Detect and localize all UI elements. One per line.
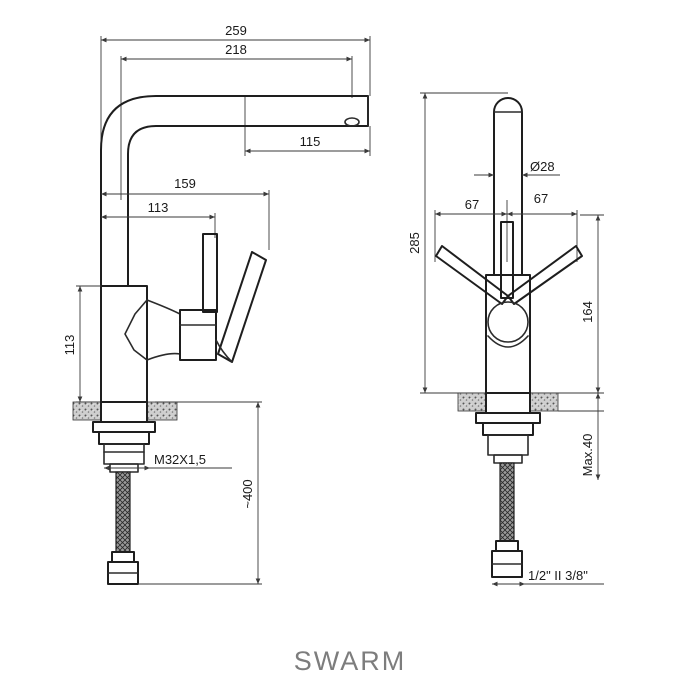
model-name: SWARM [293, 646, 407, 676]
spout-front [493, 97, 523, 276]
dim-front-body: 164 [530, 214, 604, 394]
dim-label-67-right: 67 [534, 191, 548, 206]
spout [100, 95, 369, 286]
dim-body-height: 113 [62, 285, 101, 403]
dim-spout-diameter: Ø28 [474, 159, 560, 178]
dim-label-164: 164 [580, 301, 595, 323]
dim-label-thread: M32X1,5 [154, 452, 206, 467]
dim-label-diameter: Ø28 [530, 159, 555, 174]
dim-lever-reach: 159 [101, 176, 270, 250]
dim-hose-length: ~400 [138, 401, 262, 585]
dim-label-400: ~400 [240, 479, 255, 508]
dim-label-connection: 1/2" II 3/8" [528, 568, 588, 583]
dim-label-285: 285 [407, 232, 422, 254]
hoses-front [491, 462, 523, 578]
front-view: 285 Ø28 67 67 [407, 92, 604, 587]
dim-lever-spread: 67 67 [434, 191, 578, 262]
dim-label-113-vertical: 113 [62, 335, 77, 356]
side-view: 259 218 115 159 [62, 23, 371, 585]
dim-front-height: 285 [407, 92, 508, 394]
dim-spout-tip: 115 [244, 96, 371, 156]
countertop-front [457, 392, 559, 412]
faucet-body-side [100, 233, 218, 403]
dim-thread: M32X1,5 [104, 452, 232, 471]
base-fittings-side [92, 401, 156, 473]
dim-spout-reach: 218 [120, 42, 353, 200]
dim-label-159: 159 [174, 176, 196, 191]
dim-label-115: 115 [300, 134, 321, 149]
lever-side [215, 251, 267, 363]
countertop-side [72, 401, 178, 421]
dim-label-259: 259 [225, 23, 247, 38]
dim-label-max40: Max.40 [580, 434, 595, 477]
hoses-side [107, 471, 139, 585]
faucet-body-front [485, 274, 531, 394]
dim-lever-axis: 113 [101, 200, 216, 238]
base-fittings-front [475, 392, 541, 464]
levers-front [435, 221, 583, 305]
dim-label-67-left: 67 [465, 197, 479, 212]
dim-label-113-horizontal: 113 [148, 200, 169, 215]
dim-max-counter: Max.40 [558, 393, 604, 480]
dim-connection: 1/2" II 3/8" [492, 568, 604, 587]
dim-label-218: 218 [225, 42, 247, 57]
